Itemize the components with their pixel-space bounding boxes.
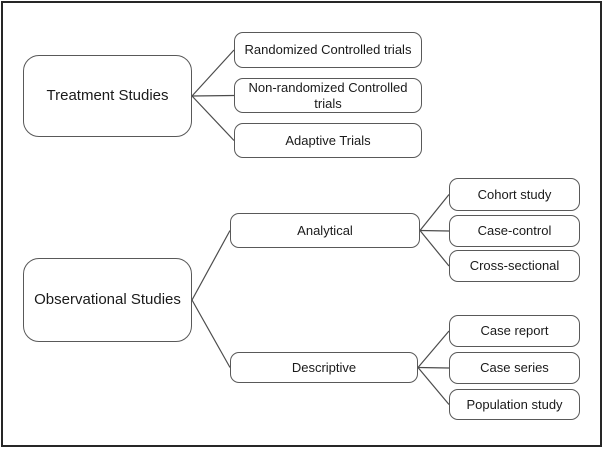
connector-line [191,230,231,301]
node-case-control: Case-control [449,215,580,247]
node-descriptive: Descriptive [230,352,418,383]
connector-line [417,366,450,369]
node-observational-studies: Observational Studies [23,258,192,342]
connector-line [191,299,231,368]
connector-line [417,330,450,368]
connector-line [419,230,450,267]
connector-line [419,194,450,231]
connector-line [191,49,235,97]
node-analytical: Analytical [230,213,420,248]
node-case-series: Case series [449,352,580,384]
node-adaptive-trials: Adaptive Trials [234,123,422,158]
connector-line [419,229,450,232]
connector-line [191,94,235,97]
node-cohort-study: Cohort study [449,178,580,211]
connector-line [191,95,235,141]
node-case-report: Case report [449,315,580,347]
node-randomized-controlled-trials: Randomized Controlled trials [234,32,422,68]
node-population-study: Population study [449,389,580,420]
node-non-randomized-controlled-trials: Non-randomized Controlled trials [234,78,422,113]
node-treatment-studies: Treatment Studies [23,55,192,137]
node-cross-sectional: Cross-sectional [449,250,580,282]
connector-line [417,367,450,405]
